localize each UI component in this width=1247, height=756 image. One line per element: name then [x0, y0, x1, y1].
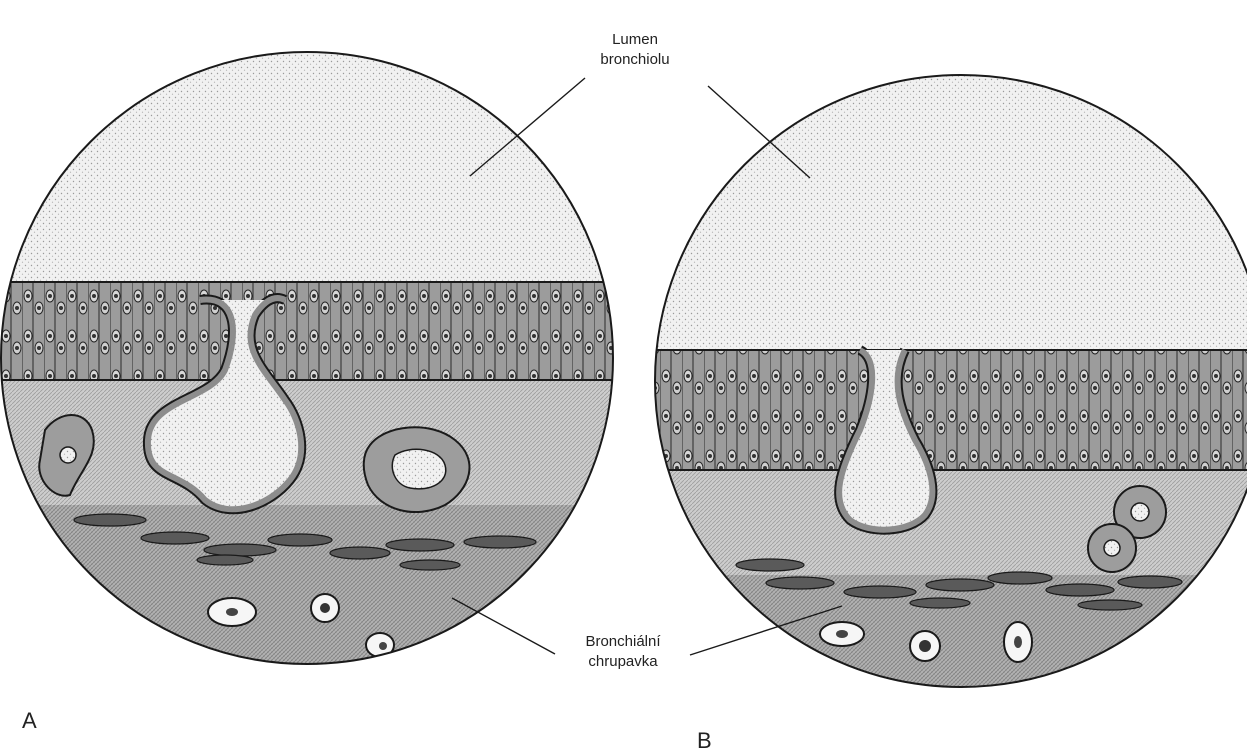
panel-a-section — [0, 40, 620, 705]
cartilage-label-line-2: chrupavka — [558, 652, 688, 672]
panel-b-section — [640, 60, 1247, 705]
cartilage-label: Bronchiální chrupavka — [558, 632, 688, 672]
leader-cartilage-a — [452, 598, 555, 654]
cartilage-label-line-1: Bronchiální — [558, 632, 688, 652]
lumen-label-line-1: Lumen — [585, 30, 685, 50]
epithelium-b — [640, 350, 1247, 470]
epithelium-a — [0, 282, 620, 380]
lumen-label-line-2: bronchiolu — [585, 50, 685, 70]
lumen-label: Lumen bronchiolu — [585, 30, 685, 70]
panel-a-label: A — [22, 708, 37, 734]
panel-b-label: B — [697, 728, 712, 754]
gland-a-right — [364, 427, 470, 512]
